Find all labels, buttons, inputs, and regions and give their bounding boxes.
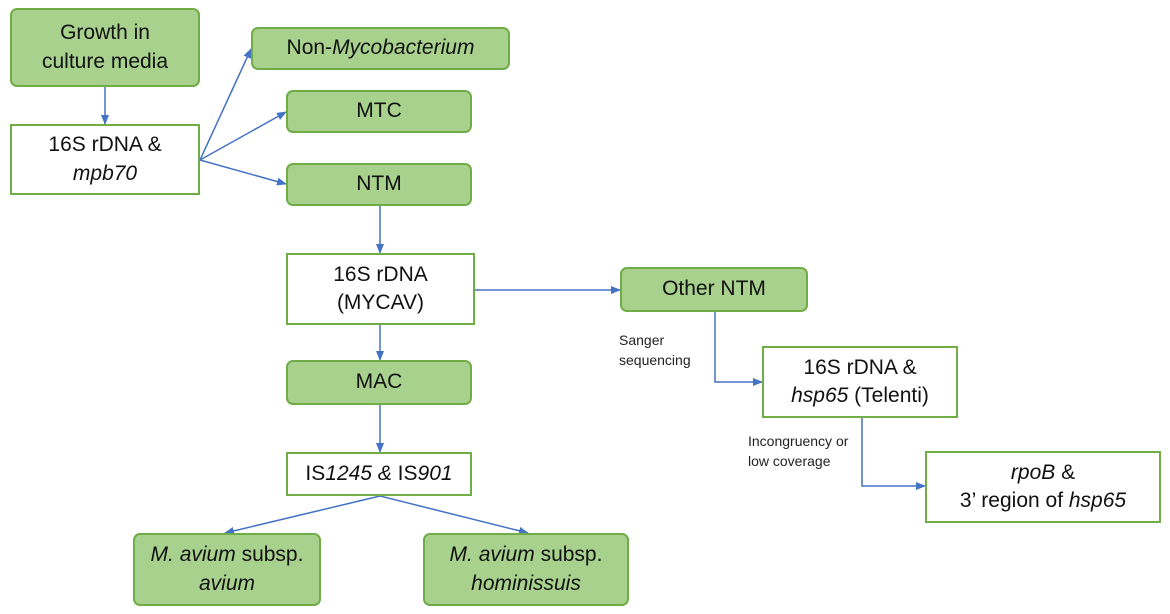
node-mtc: MTC [286,90,472,133]
incongruency-line2: low coverage [748,453,831,470]
edge-label-sanger-sequencing: Sanger sequencing [619,330,711,371]
is-i2: 901 [417,461,453,485]
sanger-line2: sequencing [619,352,691,369]
is-p1: IS [305,461,326,485]
node-ntm: NTM [286,163,472,206]
node-growth-culture-media: Growth in culture media [10,8,200,87]
rpob-line1-rest: & [1055,460,1076,484]
node-is1245-is901: IS1245 & IS901 [286,452,472,496]
arrow-telenti-to-rpob [861,418,926,490]
arrow-is-to-hominissuis [379,495,529,535]
node-m-avium-avium: M. avium subsp. avium [133,533,321,606]
non-myco-prefix: Non- [286,36,333,60]
avium-italic2: avium [198,571,256,595]
is-p2: IS [397,461,418,485]
growth-line1: Growth in [60,21,150,45]
node-16s-rdna-hsp65-telenti: 16S rDNA & hsp65 (Telenti) [762,346,958,418]
arrow-rdna-to-nonmyco [199,48,252,161]
node-non-mycobacterium: Non-Mycobacterium [251,27,510,70]
non-myco-italic: Mycobacterium [332,36,475,60]
arrow-is-to-avium [224,495,381,535]
avium-rest1: subsp. [235,543,304,567]
node-16s-rdna-mpb70: 16S rDNA & mpb70 [10,124,200,195]
rdna-mpb70-line1: 16S rDNA & [48,133,162,157]
arrow-rdna-to-ntm [199,159,287,186]
arrow-rdna-to-mtc [199,111,287,161]
telenti-line2-rest: (Telenti) [848,384,929,407]
node-rpob-hsp65: rpoB & 3’ region of hsp65 [925,451,1161,523]
node-other-ntm: Other NTM [620,267,808,312]
rpob-line1-italic: rpoB [1010,460,1056,484]
node-16s-rdna-mycav: 16S rDNA (MYCAV) [286,253,475,325]
telenti-line1: 16S rDNA & [803,355,917,379]
hominissuis-rest1: subsp. [534,543,603,567]
mycav-line2: (MYCAV) [336,291,425,314]
growth-line2: culture media [41,49,169,73]
is-i1: 1245 & [325,461,398,485]
ntm-text: NTM [356,172,402,196]
node-mac: MAC [286,360,472,405]
sanger-line1: Sanger [619,332,665,348]
rpob-line2-rest: 3’ region of [959,489,1069,512]
mycav-line1: 16S rDNA [333,262,428,286]
rdna-mpb70-line2: mpb70 [72,161,138,185]
mac-text: MAC [355,370,403,394]
telenti-line2-italic: hsp65 [791,384,849,407]
incongruency-line1: Incongruency or [748,433,849,449]
arrow-otherntm-to-telenti [714,312,763,386]
hominissuis-italic1: M. avium [449,543,535,567]
edge-label-incongruency: Incongruency or low coverage [748,431,858,472]
avium-italic1: M. avium [150,543,236,567]
node-m-avium-hominissuis: M. avium subsp. hominissuis [423,533,629,606]
other-ntm-text: Other NTM [662,277,766,301]
mtc-text: MTC [356,99,402,123]
rpob-line2-italic: hsp65 [1068,489,1127,512]
hominissuis-italic2: hominissuis [471,571,581,595]
